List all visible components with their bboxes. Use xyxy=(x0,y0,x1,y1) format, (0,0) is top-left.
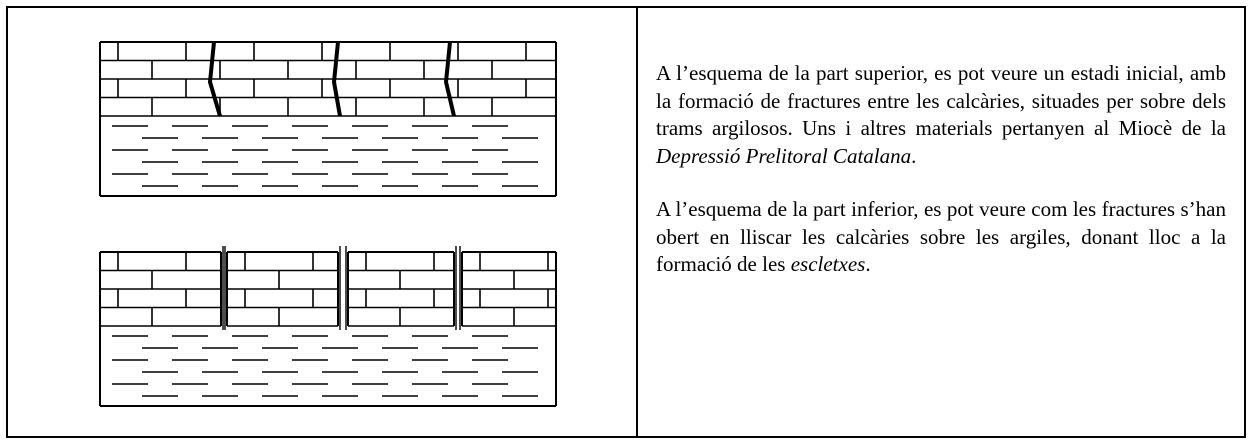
figure-cell xyxy=(8,8,636,436)
caption-top: A l’esquema de la part superior, es pot … xyxy=(656,61,1226,168)
caption-column: A l’esquema de la part superior, es pot … xyxy=(656,60,1226,305)
diagram-initial-stage xyxy=(99,41,557,197)
caption-bottom-italic: escletxes xyxy=(790,252,866,276)
fracture-diagrams xyxy=(99,41,557,407)
diagram-opened-fractures xyxy=(99,246,557,407)
caption-bottom: A l’esquema de la part inferior, es pot … xyxy=(656,197,1226,276)
fracture-line xyxy=(443,41,456,117)
content-table: A l’esquema de la part superior, es pot … xyxy=(6,6,1246,438)
fracture-line xyxy=(207,41,222,117)
fracture-line xyxy=(331,41,342,117)
caption-top-italic: Depressió Prelitoral Catalana xyxy=(656,143,912,168)
column-divider xyxy=(636,8,638,436)
